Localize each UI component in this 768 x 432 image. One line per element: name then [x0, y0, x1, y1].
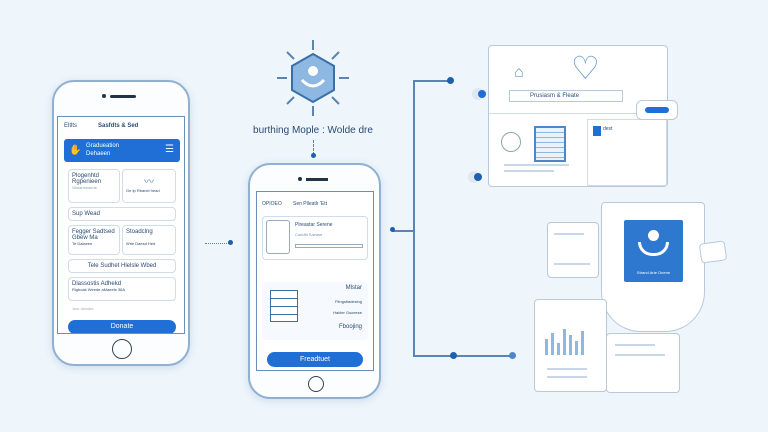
- card-title: Plreastar Serene: [295, 222, 333, 228]
- label-bar[interactable]: Prusiasm & Fleate: [509, 90, 623, 102]
- card-2-title: Fegger Sadtsed: [72, 229, 115, 235]
- left-phone-screen: Eltlts Sasfdts & Sed ✋ Gradueation Dehae…: [57, 116, 185, 334]
- nav-title: Sen Plleatlr 'Ett: [293, 201, 328, 207]
- middle-phone: OPIOEO Sen Plleatlr 'Ett Plreastar Seren…: [248, 163, 381, 399]
- card-3-title: Dlassostis Adhekd: [72, 281, 122, 287]
- search-input[interactable]: Jesr desstte: [72, 306, 94, 311]
- card-sub: Caddltt Saease: [295, 232, 323, 237]
- connector-dot: [390, 227, 395, 232]
- donate-button[interactable]: Donate: [68, 320, 176, 333]
- caption: burthing Mople : Wolde dre: [253, 125, 373, 136]
- hero-sub: Dehaeen: [86, 151, 111, 157]
- label-3: Halder Gsoeese: [333, 310, 362, 315]
- card-2-line: Gbew Ma: [72, 235, 98, 241]
- connector-dot: [509, 352, 516, 359]
- circle-icon: [501, 132, 521, 152]
- camera: [102, 94, 106, 98]
- profile-card[interactable]: Strand Arte Onene: [624, 220, 683, 282]
- card-1-line: Rgpenieen: [72, 179, 102, 185]
- middle-phone-screen: OPIOEO Sen Plleatlr 'Ett Plreastar Seren…: [256, 191, 374, 371]
- card-2-right-title: Stoadclng: [126, 229, 153, 235]
- hero-title: Gradueation: [86, 143, 120, 149]
- text-line: [615, 354, 665, 356]
- hero-banner[interactable]: ✋ Gradueation Dehaeen ☰: [64, 139, 180, 162]
- service-card[interactable]: Plreastar Serene Caddltt Saease: [262, 216, 368, 260]
- heart-icon: ♡: [571, 50, 600, 86]
- sub-card: dest: [587, 119, 667, 186]
- card-2-sub: Te Dalaeen: [72, 241, 93, 246]
- list-card: [606, 333, 680, 393]
- home-button[interactable]: [112, 339, 132, 359]
- hand-icon: ✋: [69, 145, 82, 156]
- connector-line: [413, 80, 415, 356]
- card-1-right[interactable]: 〰 Ge tp Rbanel head: [122, 169, 176, 203]
- note-card: [547, 222, 599, 278]
- text-line: [547, 368, 587, 370]
- text-line: [615, 344, 655, 346]
- home-button[interactable]: [308, 376, 324, 392]
- text-line: [554, 233, 584, 235]
- speaker: [306, 178, 328, 181]
- table-icon: [270, 290, 298, 322]
- card-3[interactable]: Dlassostis Adhekd Rigboak Weede aMaeele …: [68, 277, 176, 301]
- connector-dot: [228, 240, 233, 245]
- speaker: [110, 95, 136, 98]
- connector-line: [413, 355, 512, 357]
- pill-widget[interactable]: [636, 100, 678, 120]
- card-2[interactable]: Fegger Sadtsed Gbew Ma Te Dalaeen: [68, 225, 120, 255]
- connector-line: [392, 230, 413, 232]
- connector-dot: [447, 77, 454, 84]
- menu-icon[interactable]: ☰: [165, 144, 174, 155]
- badge: dest: [593, 126, 621, 136]
- document-icon: [534, 126, 566, 162]
- card-2-right-sub: Wrie Daesd Hed: [126, 241, 156, 246]
- bar-chart-icon: [545, 329, 584, 355]
- row-1[interactable]: Sup Wead: [68, 207, 176, 221]
- small-card[interactable]: [698, 240, 728, 264]
- phone-thumbnail: [266, 220, 290, 254]
- nav-title: Sasfdts & Sed: [98, 123, 139, 129]
- card-1-title: Plogenhtd: [72, 173, 100, 179]
- user-icon: [648, 230, 659, 241]
- text-line: [547, 376, 587, 378]
- pill-icon: [645, 107, 669, 113]
- text-line: [554, 263, 590, 265]
- chart-card: [534, 299, 607, 392]
- arc-icon: [638, 242, 669, 256]
- label-4: Fboojing: [338, 324, 362, 330]
- text-line: [504, 170, 554, 172]
- table-card: Mlstar Fltngstladesing Halder Gsoeese Fb…: [262, 282, 368, 340]
- flow-arrow: [205, 243, 231, 244]
- progress-bar: [295, 244, 363, 248]
- toggle-dot[interactable]: [478, 90, 486, 98]
- left-phone: Eltlts Sasfdts & Sed ✋ Gradueation Dehae…: [52, 80, 190, 366]
- fish-icon: 〰: [144, 177, 154, 188]
- card-1-right-label: Ge tp Rbanel head: [126, 188, 160, 193]
- card-2-right[interactable]: Stoadclng Wrie Daesd Hed: [122, 225, 176, 255]
- label-2: Fltngstladesing: [335, 299, 362, 304]
- connector-line: [413, 80, 450, 82]
- camera: [298, 177, 302, 181]
- profile-label: Strand Arte Onene: [636, 270, 671, 275]
- text-line: [504, 164, 569, 166]
- user-hexagon-icon: [277, 40, 349, 116]
- connector-dot: [311, 153, 316, 158]
- nav-back[interactable]: Eltlts: [64, 123, 78, 129]
- connector-dot: [450, 352, 457, 359]
- label-1: Mlstar: [345, 285, 362, 291]
- divider: [489, 113, 667, 114]
- primary-button[interactable]: Freadtuet: [267, 352, 363, 367]
- card-1-sub: Sbdabeeaede: [72, 185, 97, 190]
- row-2[interactable]: Tele Sudhet Hlelsle Wbed: [68, 259, 176, 273]
- nav-left[interactable]: OPIOEO: [262, 201, 282, 207]
- card-3-sub: Rigboak Weede aMaeele 36A: [72, 287, 126, 292]
- dashed-connector: [313, 140, 314, 155]
- toggle-dot[interactable]: [474, 173, 482, 181]
- card-1[interactable]: Plogenhtd Rgpenieen Sbdabeeaede: [68, 169, 120, 203]
- home-icon: ⌂: [514, 64, 524, 81]
